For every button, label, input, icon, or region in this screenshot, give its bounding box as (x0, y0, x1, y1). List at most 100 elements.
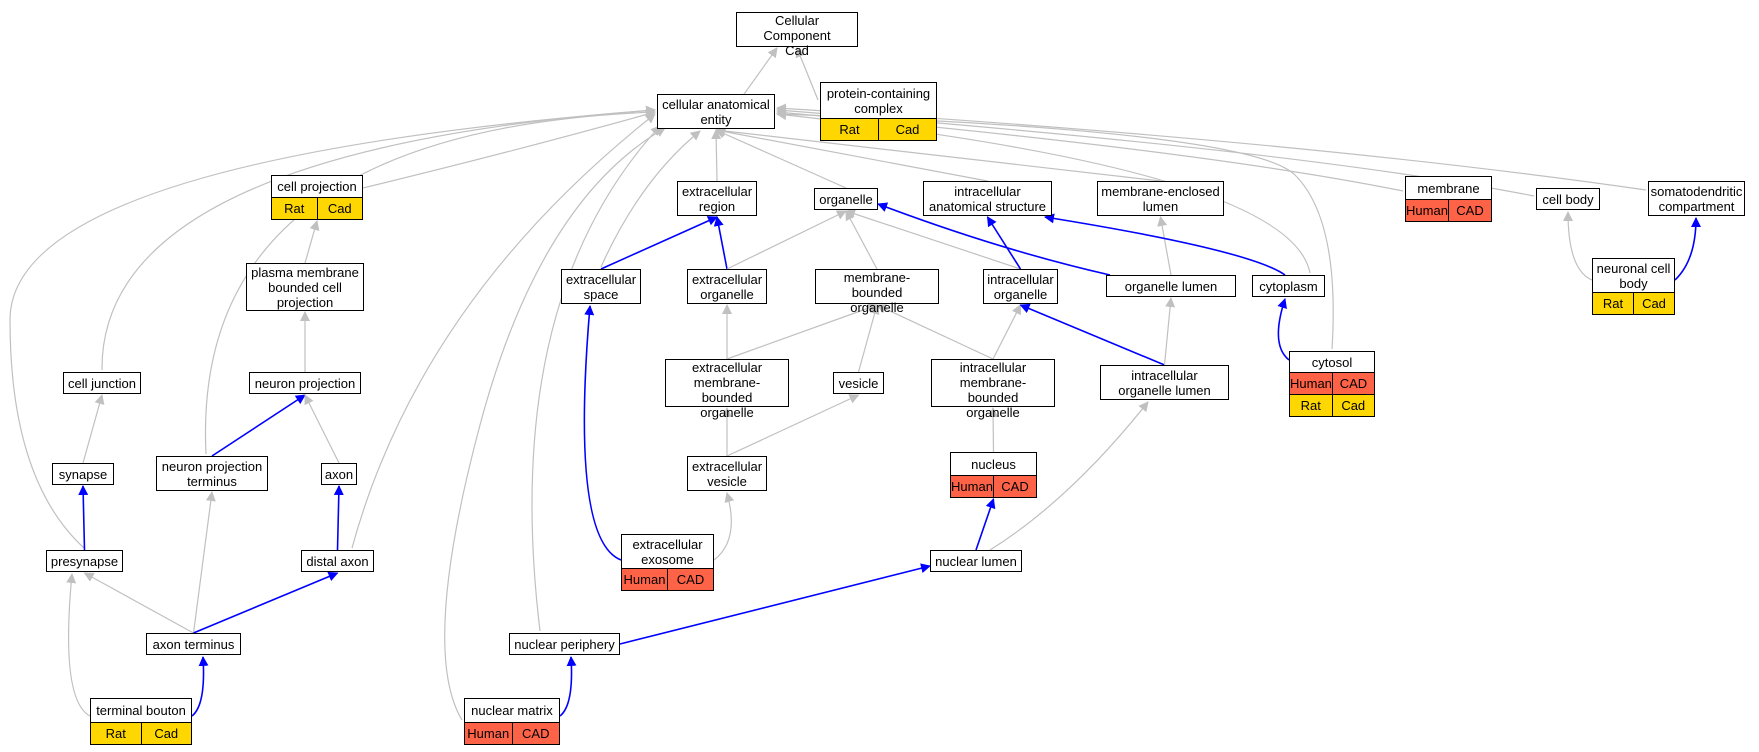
graph-node-pmbcp[interactable]: plasma membrane bounded cell projection (246, 263, 364, 311)
graph-node-cellbody[interactable]: cell body (1536, 188, 1600, 210)
edge-is_a-cytosol-to-cae (776, 109, 1334, 350)
edge-is_a-exreg-to-cae (711, 129, 722, 182)
edge-is_a-cellproj-to-cae (362, 109, 656, 189)
species-badge: Human (1406, 200, 1448, 221)
edge-is_a-intmbo-to-intorg (992, 304, 1022, 360)
graph-node-exspace[interactable]: extracellular space (561, 269, 641, 304)
graph-node-label: membrane (1417, 180, 1480, 196)
graph-node-label: plasma membrane bounded cell projection (251, 264, 359, 310)
edge-is_a-axonterm-to-presyn (83, 572, 194, 634)
species-badge: Cad (1331, 395, 1374, 416)
edge-part_of-intorglumen-to-intorg (1019, 303, 1165, 366)
edge-is_a-ias-to-cae (715, 126, 988, 182)
edge-is_a-mbo-to-organelle (845, 210, 878, 270)
graph-node-label: neuron projection (254, 375, 356, 391)
species-badge: CAD (667, 569, 713, 590)
edge-part_of-nucper-to-nuclumen (619, 563, 931, 645)
graph-node-exreg[interactable]: extracellular region (677, 181, 757, 216)
graph-node-intmbo[interactable]: intracellular membrane-bounded organelle (931, 359, 1055, 420)
graph-node-cae[interactable]: cellular anatomical entity (657, 94, 775, 129)
edge-is_a-vesicle-to-mbo (857, 304, 880, 373)
edge-part_of-presyn-to-synapse (78, 485, 89, 551)
graph-node-label: extracellular exosome (632, 536, 703, 567)
edge-part_of-nucmatrix-to-nucper (559, 656, 577, 717)
graph-node-mel[interactable]: membrane-enclosed lumen (1097, 181, 1224, 216)
edge-is_a-orglumen-to-mel (1157, 216, 1172, 276)
graph-node-presyn[interactable]: presynapse (46, 550, 123, 572)
graph-node-label: axon terminus (152, 636, 235, 652)
edge-is_a-distaxon-to-cae (351, 113, 656, 549)
graph-node-intorglumen[interactable]: intracellular organelle lumen (1100, 365, 1229, 400)
graph-node-nuclumen[interactable]: nuclear lumen (930, 550, 1022, 572)
edge-is_a-nucper-to-cae (531, 125, 661, 632)
edge-part_of-npt-to-neuproj (211, 394, 306, 457)
graph-node-synapse[interactable]: synapse (52, 463, 114, 485)
graph-node-orglumen[interactable]: organelle lumen (1106, 275, 1236, 297)
graph-node-somato[interactable]: somatodendritic compartment (1648, 181, 1745, 216)
edge-is_a-nuclumen-to-intorglumen (989, 401, 1149, 551)
graph-node-vesicle[interactable]: vesicle (833, 372, 884, 394)
graph-node-label: extracellular membrane-bounded organelle (691, 360, 763, 420)
species-badge: Rat (1290, 395, 1332, 416)
graph-node-nucper[interactable]: nuclear periphery (509, 633, 620, 655)
graph-node-cc[interactable]: Cellular Component Cad (736, 12, 858, 58)
graph-node-label: membrane-enclosed lumen (1101, 183, 1220, 214)
graph-node-axon[interactable]: axon (321, 463, 357, 485)
graph-node-exves[interactable]: extracellular vesicle (687, 456, 767, 491)
edge-is_a-organelle-to-cae (715, 129, 847, 189)
edge-part_of-cytosol-to-cytoplasm (1277, 298, 1290, 361)
species-badge: Rat (1593, 293, 1633, 314)
graph-node-label: cytosol (1311, 354, 1353, 370)
edge-is_a-synapse-to-celljunc (82, 394, 105, 464)
edge-part_of-termbouton-to-axonterm (191, 656, 209, 717)
graph-node-celljunc[interactable]: cell junction (63, 372, 141, 394)
graph-node-intorg[interactable]: intracellular organelle (983, 269, 1058, 304)
graph-node-axonterm[interactable]: axon terminus (146, 633, 241, 655)
graph-node-label: extracellular vesicle (691, 458, 763, 489)
species-badge: CAD (993, 476, 1036, 497)
graph-node-mbo[interactable]: membrane-bounded organelle (815, 269, 939, 315)
graph-node-label: extracellular region (681, 183, 753, 214)
species-badge: Cad (316, 198, 362, 219)
graph-node-organelle[interactable]: organelle (814, 188, 878, 210)
graph-node-cytoplasm[interactable]: cytoplasm (1252, 275, 1325, 297)
edge-part_of-exspace-to-exreg (600, 216, 718, 270)
species-badge: CAD (1331, 373, 1374, 394)
edge-part_of-exorg-to-exreg (713, 216, 728, 270)
graph-node-label: somatodendritic compartment (1650, 183, 1743, 214)
graph-node-label: nuclear matrix (471, 703, 553, 718)
edge-is_a-termbouton-to-presyn (66, 573, 91, 717)
edge-is_a-axonterm-to-npt (192, 491, 216, 634)
species-badge: Cad (878, 119, 936, 140)
graph-node-distaxon[interactable]: distal axon (301, 550, 374, 572)
graph-node-label: protein-containing complex (826, 85, 931, 116)
edge-is_a-presyn-to-cae (9, 105, 656, 549)
graph-node-label: neuronal cell body (1596, 260, 1671, 291)
graph-node-exmbo[interactable]: extracellular membrane-bounded organelle (665, 359, 789, 420)
graph-node-npt[interactable]: neuron projection terminus (156, 456, 268, 491)
species-badge: Human (465, 723, 512, 744)
edge-is_a-pcc-to-cc (795, 47, 819, 101)
graph-node-label: intracellular organelle lumen (1118, 367, 1211, 398)
graph-node-exorg[interactable]: extracellular organelle (687, 269, 767, 304)
graph-node-neuproj[interactable]: neuron projection (249, 372, 361, 394)
graph-node-ias[interactable]: intracellular anatomical structure (923, 181, 1052, 216)
edge-part_of-cytoplasm-to-ias (1044, 213, 1286, 276)
